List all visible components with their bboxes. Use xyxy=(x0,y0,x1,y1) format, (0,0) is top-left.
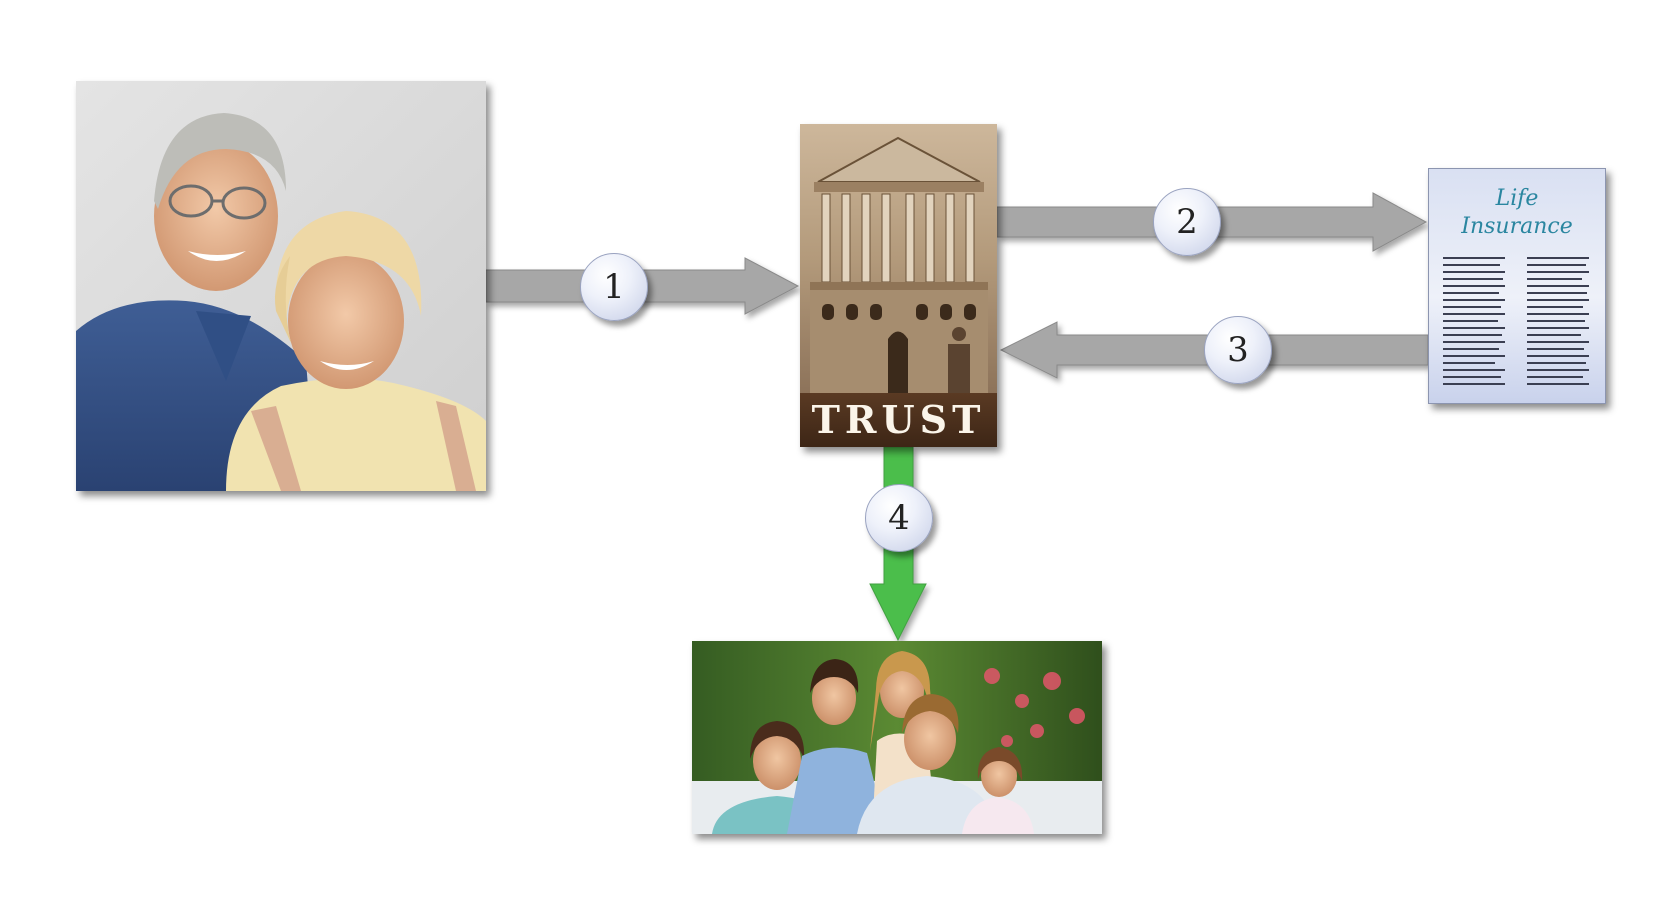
insurance-title-line2: Insurance xyxy=(1461,214,1573,239)
step-4-badge: 4 xyxy=(865,484,933,552)
step-1-badge: 1 xyxy=(580,253,648,321)
insurance-title-line1: Life xyxy=(1495,186,1539,211)
trust-card: TRUST xyxy=(800,124,997,447)
insurance-title: Life Insurance xyxy=(1429,185,1605,241)
life-insurance-document: Life Insurance xyxy=(1428,168,1606,404)
document-text-column-left xyxy=(1443,257,1505,390)
step-2-badge: 2 xyxy=(1153,188,1221,256)
step-3-badge: 3 xyxy=(1204,316,1272,384)
trust-building-image xyxy=(800,124,997,393)
family-photo xyxy=(692,641,1102,834)
elderly-couple-photo xyxy=(76,81,486,491)
trust-label: TRUST xyxy=(800,393,997,447)
document-text-column-right xyxy=(1527,257,1589,390)
